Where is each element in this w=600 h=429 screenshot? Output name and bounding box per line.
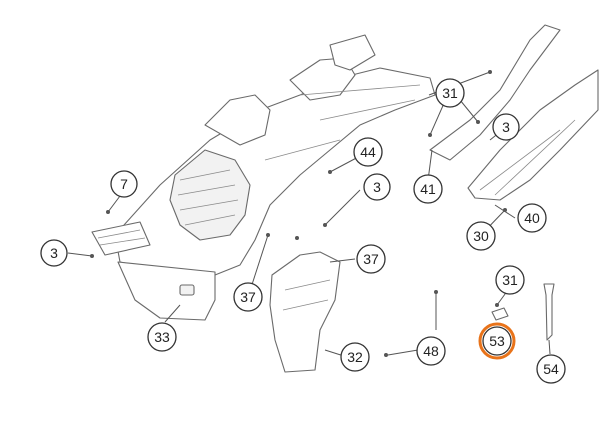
callout-label: 3 [373, 179, 381, 195]
callout-44: 44 [353, 137, 383, 167]
callout-32: 32 [340, 342, 370, 372]
callout-53-highlighted: 53 [478, 322, 516, 360]
callout-3-left: 3 [40, 239, 68, 267]
callout-label: 54 [543, 361, 559, 377]
callout-33: 33 [147, 322, 177, 352]
callout-label: 53 [489, 333, 505, 349]
callout-37-right: 37 [356, 244, 386, 274]
callout-37-left: 37 [233, 282, 263, 312]
callout-label: 31 [502, 272, 518, 288]
callout-label: 32 [347, 349, 363, 365]
part-33-lower-flap [117, 261, 216, 321]
callout-3-center: 3 [363, 173, 391, 201]
callout-41: 41 [413, 174, 443, 204]
callout-label: 41 [420, 181, 436, 197]
callout-label: 48 [423, 343, 439, 359]
callout-31-bottom: 31 [495, 265, 525, 295]
rear-fender-assembly [91, 34, 436, 276]
callout-label: 40 [524, 210, 540, 226]
part-33-reflector [179, 284, 195, 296]
part-40-side-panel [467, 69, 599, 201]
callout-label: 33 [154, 329, 170, 345]
highlight-ring [478, 322, 516, 360]
callout-48: 48 [416, 336, 446, 366]
callout-label: 31 [442, 85, 458, 101]
callout-label: 7 [120, 176, 128, 192]
part-32-splash-guard [269, 251, 341, 373]
callout-label: 44 [360, 144, 376, 160]
callout-label: 3 [50, 245, 58, 261]
part-54-bolt [543, 283, 555, 341]
callout-label: 30 [473, 228, 489, 244]
callout-label: 3 [502, 119, 510, 135]
callout-31-top: 31 [435, 78, 465, 108]
callout-label: 37 [240, 289, 256, 305]
callout-label: 37 [363, 251, 379, 267]
part-41-bracket [429, 24, 561, 161]
callout-40: 40 [517, 203, 547, 233]
callout-3-right: 3 [492, 113, 520, 141]
part-53-clip [491, 307, 509, 321]
callout-54: 54 [536, 354, 566, 384]
callout-7: 7 [110, 170, 138, 198]
callout-30: 30 [466, 221, 496, 251]
